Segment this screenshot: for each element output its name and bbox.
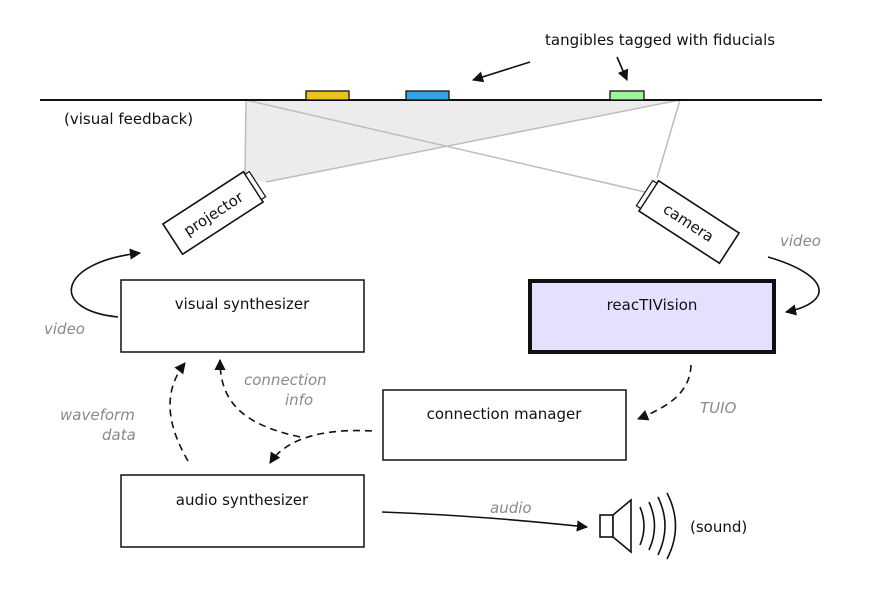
video-flow-left-arrow — [70, 248, 142, 318]
camera: camera — [635, 179, 741, 265]
annotation-arrow-left — [471, 61, 531, 83]
projector: projector — [161, 170, 267, 256]
visual-synthesizer-label: visual synthesizer — [175, 295, 310, 313]
audio-synthesizer-label: audio synthesizer — [176, 491, 309, 509]
surface-label: (visual feedback) — [64, 110, 193, 128]
waveform-flow-arrow — [169, 362, 189, 462]
camera-view-right — [656, 99, 681, 179]
connection-info-label-line1: connection — [244, 371, 327, 389]
reactivision-label: reacTIVision — [607, 296, 698, 314]
connection-manager-label: connection manager — [427, 405, 583, 423]
video-flow-right-arrow — [767, 256, 820, 316]
video-flow-right-label: video — [780, 232, 821, 250]
projection-edge-right — [265, 99, 681, 183]
tangible-green — [609, 90, 645, 101]
audio-synthesizer-box — [120, 474, 365, 548]
waveform-label-line1: waveform — [60, 406, 135, 424]
speaker-icon — [599, 492, 677, 560]
tuio-flow-label: TUIO — [700, 399, 737, 417]
video-flow-left-label: video — [44, 320, 85, 338]
projection-edge-left — [244, 99, 247, 179]
connection-info-label-line2: info — [285, 391, 313, 409]
connection-info-flow-to-audio — [269, 429, 373, 464]
waveform-label-line2: data — [102, 426, 136, 444]
connection-manager-box — [382, 389, 627, 461]
tangible-blue — [405, 90, 450, 101]
sound-label: (sound) — [690, 518, 747, 536]
connection-info-flow-to-visual — [214, 358, 301, 438]
reactivision-box — [528, 279, 776, 354]
audio-flow-arrow — [381, 511, 589, 532]
tuio-flow-arrow — [636, 364, 692, 421]
projection-cone — [245, 100, 680, 182]
audio-flow-label: audio — [490, 499, 532, 517]
annotation-arrow-right — [616, 56, 629, 82]
visual-synthesizer-box — [120, 279, 365, 353]
tangible-yellow — [305, 90, 350, 101]
tangibles-annotation: tangibles tagged with fiducials — [545, 31, 775, 49]
camera-view-left — [245, 99, 646, 193]
